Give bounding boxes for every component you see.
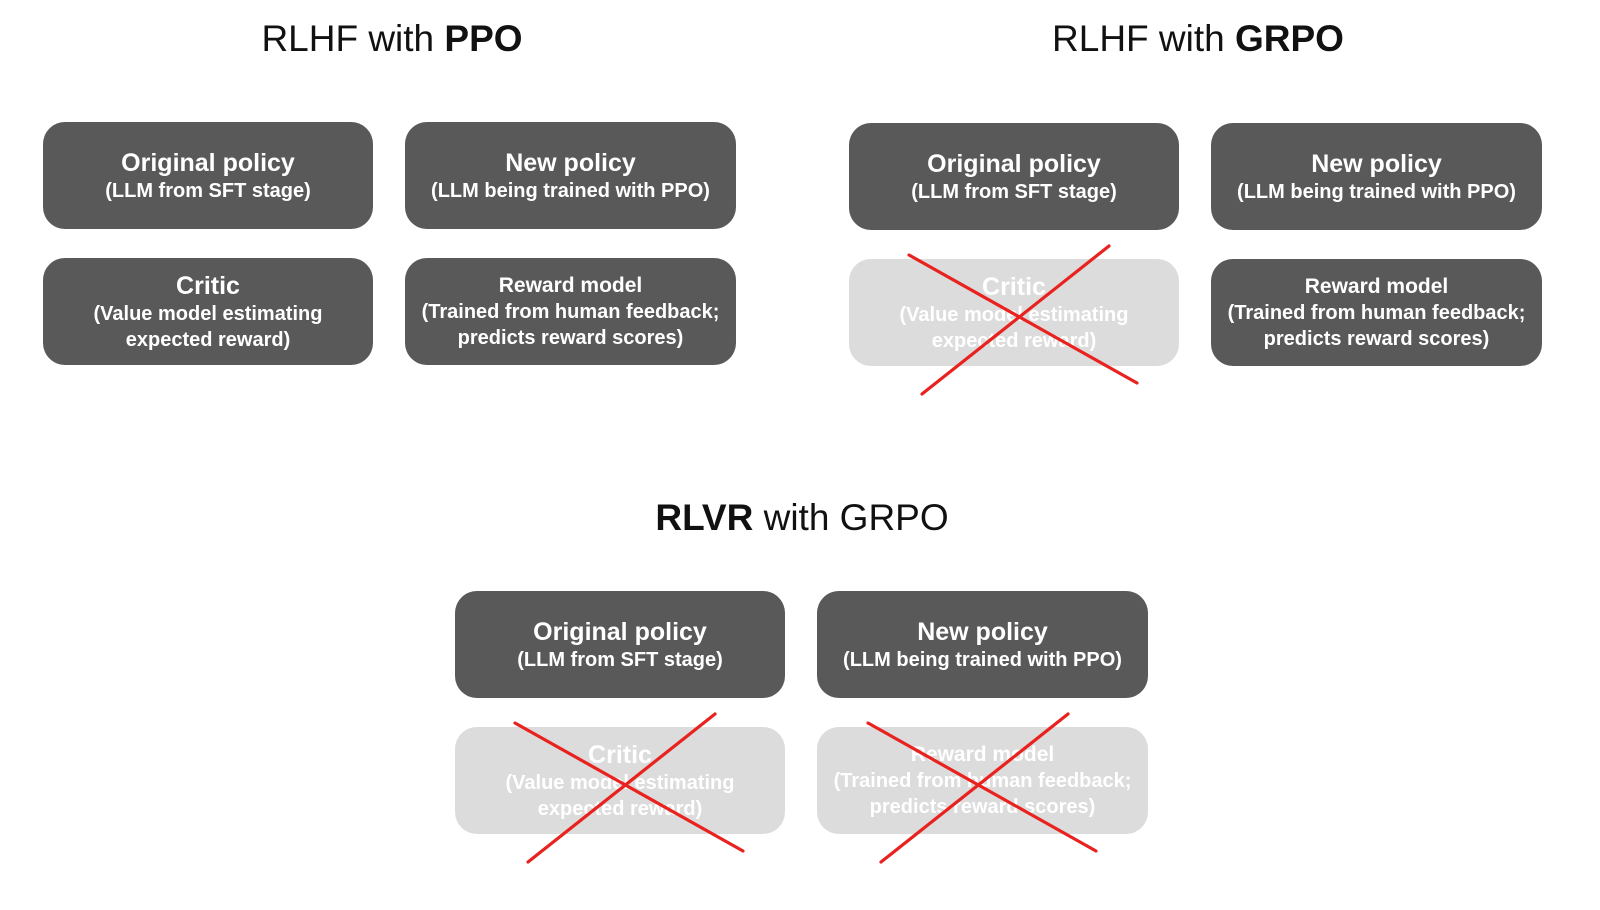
box-name: New policy — [917, 617, 1048, 646]
critic-box-removed: Critic (Value model estimating expected … — [455, 727, 785, 834]
box-description: (LLM from SFT stage) — [105, 179, 311, 202]
box-description-line-1: (Trained from human feedback; — [1227, 301, 1526, 324]
reward-model-box-removed: Reward model (Trained from human feedbac… — [817, 727, 1148, 834]
box-description-line-2: predicts reward scores) — [457, 326, 684, 349]
box-description-line-2: expected reward) — [931, 329, 1097, 352]
original-policy-box: Original policy (LLM from SFT stage) — [849, 123, 1179, 230]
box-description-line-1: (Value model estimating — [93, 302, 323, 325]
new-policy-box: New policy (LLM being trained with PPO) — [405, 122, 736, 229]
section-title-bold: RLVR — [655, 497, 754, 538]
section-title-normal: RLHF with — [1052, 18, 1236, 59]
box-description: (LLM from SFT stage) — [911, 180, 1117, 203]
new-policy-box: New policy (LLM being trained with PPO) — [817, 591, 1148, 698]
box-name: Original policy — [927, 149, 1101, 178]
box-description-line-2: expected reward) — [537, 797, 703, 820]
section-title-normal: with GRPO — [753, 497, 949, 538]
section-title-bold: PPO — [444, 18, 523, 59]
box-name: Reward model — [1304, 274, 1449, 298]
box-name: New policy — [1311, 149, 1442, 178]
box-name: Reward model — [498, 273, 643, 297]
new-policy-box: New policy (LLM being trained with PPO) — [1211, 123, 1542, 230]
box-description-line-2: predicts reward scores) — [1263, 327, 1490, 350]
box-description: (LLM from SFT stage) — [517, 648, 723, 671]
box-description-line-2: expected reward) — [125, 328, 291, 351]
box-description-line-1: (Trained from human feedback; — [833, 769, 1132, 792]
original-policy-box: Original policy (LLM from SFT stage) — [455, 591, 785, 698]
box-name: Critic — [588, 740, 652, 769]
box-description-line-1: (Value model estimating — [899, 303, 1129, 326]
box-description-line-1: (Trained from human feedback; — [421, 300, 720, 323]
critic-box: Critic (Value model estimating expected … — [43, 258, 373, 365]
box-name: Original policy — [121, 148, 295, 177]
box-description: (LLM being trained with PPO) — [843, 648, 1122, 671]
box-description: (LLM being trained with PPO) — [431, 179, 710, 202]
section-title-bold: GRPO — [1235, 18, 1344, 59]
section-title-rlhf-grpo: RLHF with GRPO — [1052, 20, 1344, 57]
original-policy-box: Original policy (LLM from SFT stage) — [43, 122, 373, 229]
reward-model-box: Reward model (Trained from human feedbac… — [405, 258, 736, 365]
section-title-rlhf-ppo: RLHF with PPO — [261, 20, 522, 57]
box-name: Reward model — [910, 742, 1055, 766]
box-name: Critic — [982, 272, 1046, 301]
box-description-line-2: predicts reward scores) — [869, 795, 1096, 818]
section-title-normal: RLHF with — [261, 18, 445, 59]
reward-model-box: Reward model (Trained from human feedbac… — [1211, 259, 1542, 366]
section-title-rlvr-grpo: RLVR with GRPO — [655, 499, 948, 536]
box-name: Original policy — [533, 617, 707, 646]
box-name: Critic — [176, 271, 240, 300]
box-name: New policy — [505, 148, 636, 177]
critic-box-removed: Critic (Value model estimating expected … — [849, 259, 1179, 366]
box-description: (LLM being trained with PPO) — [1237, 180, 1516, 203]
box-description-line-1: (Value model estimating — [505, 771, 735, 794]
